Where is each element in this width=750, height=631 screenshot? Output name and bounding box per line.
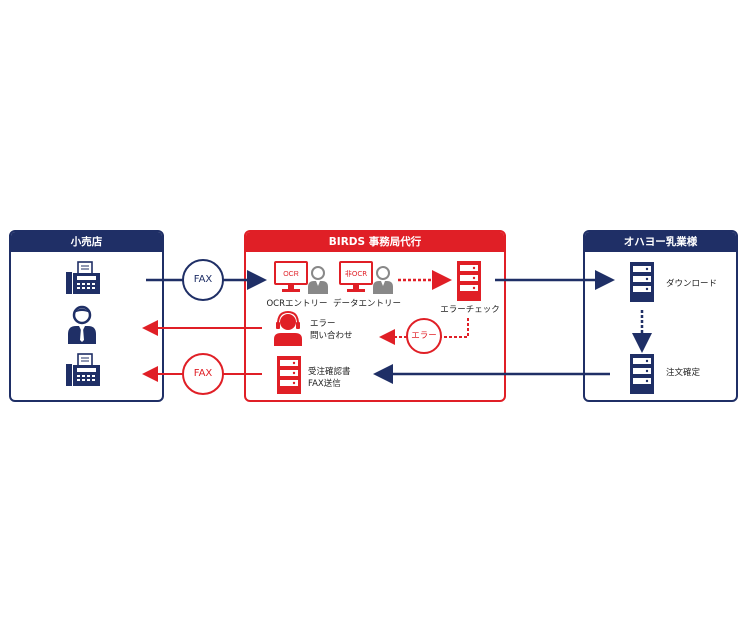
error-circle: エラー <box>406 318 442 354</box>
birds-title: BIRDS 事務局代行 <box>246 232 504 252</box>
retailer-title: 小売店 <box>11 232 162 252</box>
ocr-entry-label: OCRエントリー <box>266 299 328 309</box>
download-label: ダウンロード <box>666 279 718 289</box>
server-icon <box>630 262 654 302</box>
headset-operator-icon <box>274 310 302 346</box>
fax-machine-icon <box>66 353 100 386</box>
data-entry-label: データエントリー <box>332 299 401 309</box>
inquiry-label-line1: エラー <box>310 319 336 329</box>
server-icon <box>457 261 481 301</box>
operator-icon <box>308 266 328 294</box>
error-check-label: エラーチェック <box>440 305 500 315</box>
server-icon <box>277 356 301 394</box>
ohayo-title: オハヨー乳業様 <box>585 232 736 252</box>
server-icon <box>630 354 654 394</box>
confirm-label-line1: 受注確認書 <box>308 367 351 377</box>
fax-machine-icon <box>66 261 100 294</box>
inquiry-label-line2: 問い合わせ <box>310 331 353 341</box>
ocr-monitor-icon: OCR <box>274 261 308 292</box>
non-ocr-monitor-icon: 非OCR <box>339 261 373 292</box>
svg-text:OCR: OCR <box>283 271 299 278</box>
svg-text:非OCR: 非OCR <box>345 269 367 278</box>
fax-out-circle: FAX <box>182 353 224 395</box>
ohayo-box: オハヨー乳業様 <box>583 230 738 402</box>
order-confirm-label: 注文確定 <box>666 368 701 378</box>
birds-box: BIRDS 事務局代行 <box>244 230 506 402</box>
fax-in-circle: FAX <box>182 259 224 301</box>
person-icon <box>68 305 96 344</box>
confirm-label-line2: FAX送信 <box>308 379 341 389</box>
operator-icon <box>373 266 393 294</box>
